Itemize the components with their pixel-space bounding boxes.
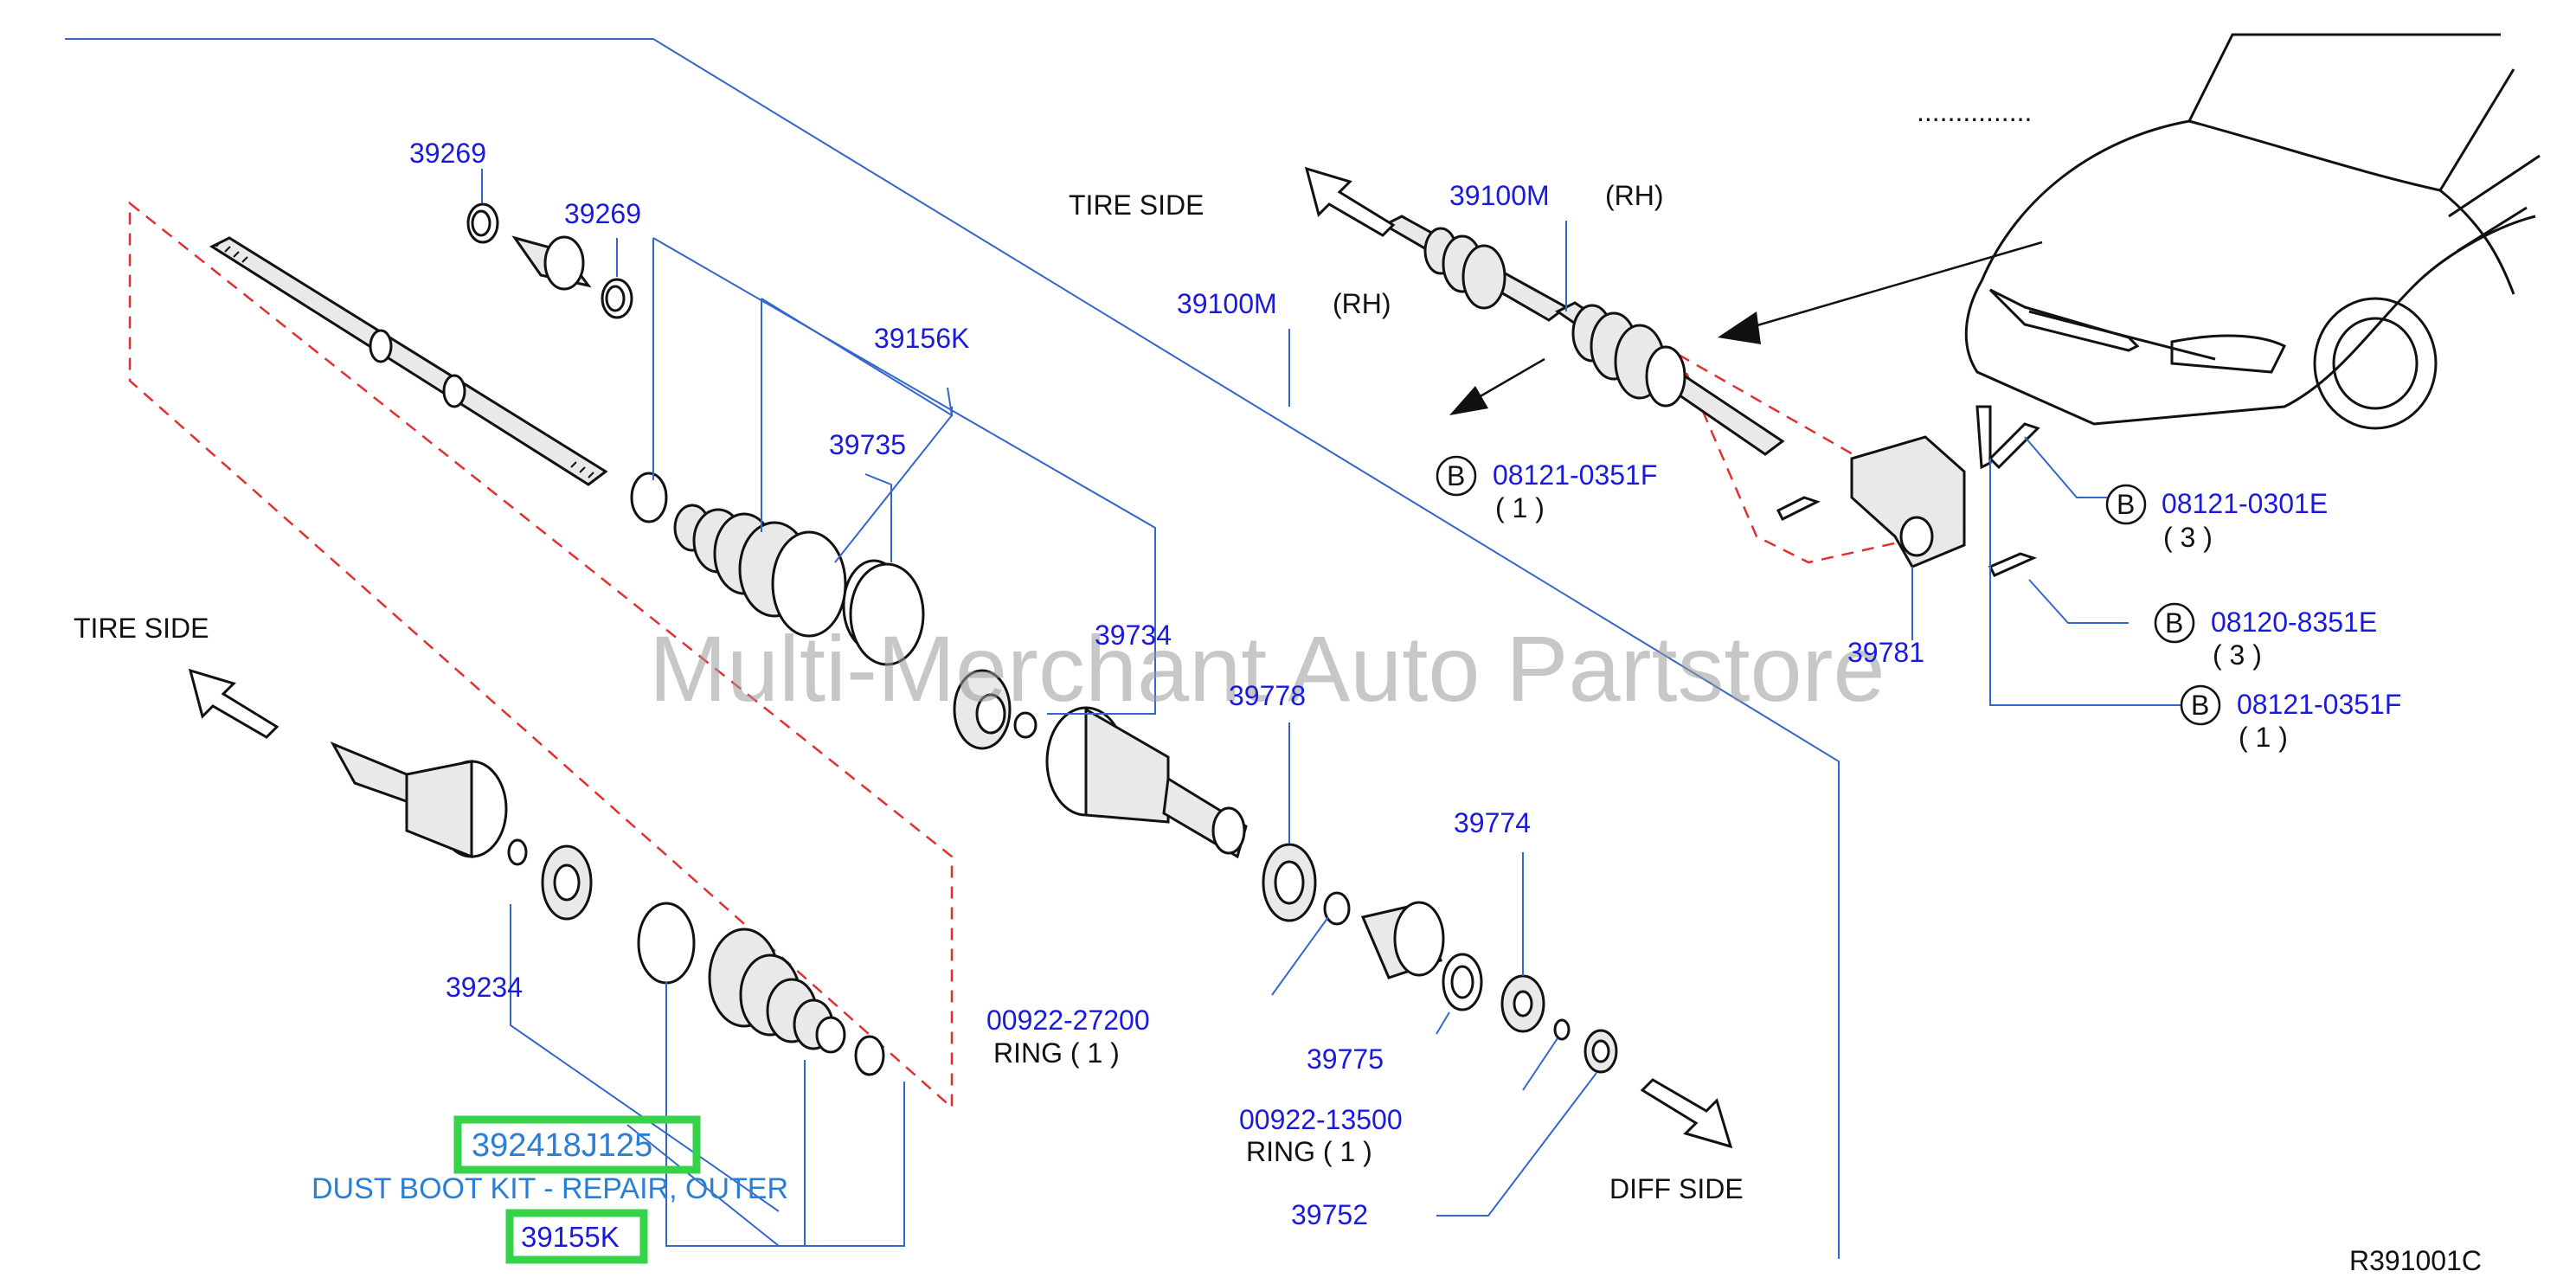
diagram-code: R391001C bbox=[2349, 1245, 2482, 1276]
label-39735[interactable]: 39735 bbox=[829, 429, 906, 460]
bolt-code-1[interactable]: 08121-0351F bbox=[1493, 459, 1657, 491]
bolt-qty-3: ( 3 ) bbox=[2213, 639, 2262, 671]
bracket-39781 bbox=[1850, 435, 1966, 568]
label-39778[interactable]: 39778 bbox=[1229, 680, 1306, 711]
bolt-code-4[interactable]: 08121-0351F bbox=[2237, 689, 2401, 720]
snap-ring-39735 bbox=[849, 562, 925, 666]
diff-side-label: DIFF SIDE bbox=[1609, 1173, 1744, 1204]
tire-side-label-top: TIRE SIDE bbox=[1069, 189, 1204, 221]
bolt-code-3[interactable]: 08120-8351E bbox=[2211, 607, 2377, 638]
circlip-39234 bbox=[507, 838, 528, 866]
badge-b: B bbox=[2165, 607, 2183, 639]
bolt-qty-2: ( 3 ) bbox=[2163, 522, 2213, 553]
label-39781[interactable]: 39781 bbox=[1847, 637, 1924, 668]
badge-b: B bbox=[1447, 460, 1465, 491]
label-39774[interactable]: 39774 bbox=[1454, 807, 1531, 838]
axle-shaft bbox=[209, 236, 608, 486]
watermark: Multi-Merchant Auto Partstore bbox=[649, 616, 1885, 721]
red-dashed-outline-left bbox=[128, 201, 954, 1110]
tire-side-arrow-top bbox=[1304, 166, 1396, 237]
diff-side-arrow bbox=[1640, 1078, 1733, 1149]
bolts bbox=[1776, 405, 2040, 577]
label-ring-13500: RING ( 1 ) bbox=[1246, 1136, 1372, 1167]
label-39752[interactable]: 39752 bbox=[1291, 1199, 1368, 1230]
label-39100m-a[interactable]: 39100M bbox=[1449, 180, 1550, 211]
tripod-joint bbox=[953, 669, 1037, 750]
bolt-qty-1: ( 1 ) bbox=[1495, 492, 1545, 523]
car-illustration bbox=[1964, 33, 2541, 430]
label-39269-b[interactable]: 39269 bbox=[564, 198, 641, 229]
bolt-callout-4[interactable]: B 08121-0351F ( 1 ) bbox=[2180, 684, 2401, 753]
boot-part-number[interactable]: 39155K bbox=[521, 1221, 620, 1253]
kit-description[interactable]: DUST BOOT KIT - REPAIR, OUTER bbox=[312, 1172, 788, 1205]
bearing-housing bbox=[1360, 901, 1445, 979]
inner-boot bbox=[673, 504, 847, 638]
kit-highlight-box bbox=[453, 1115, 701, 1174]
tire-side-label-left: TIRE SIDE bbox=[74, 613, 209, 644]
label-rh-b: (RH) bbox=[1333, 288, 1391, 319]
bolt-callout-1[interactable]: B 08121-0351F ( 1 ) bbox=[1436, 455, 1657, 523]
label-39234[interactable]: 39234 bbox=[446, 972, 523, 1003]
ring-00922-13500 bbox=[1553, 1018, 1571, 1041]
drive-shaft-39100m bbox=[1381, 215, 1785, 456]
label-39734[interactable]: 39734 bbox=[1095, 620, 1172, 651]
pointer-arrows bbox=[1449, 241, 2043, 415]
clamp-39156k bbox=[630, 472, 668, 523]
outer-boot-clamp-small bbox=[854, 1035, 885, 1076]
label-39100m-b[interactable]: 39100M bbox=[1177, 288, 1277, 319]
badge-b: B bbox=[2191, 690, 2209, 721]
inner-housing-39734 bbox=[1045, 706, 1248, 859]
boot-highlight-box bbox=[505, 1209, 648, 1264]
outer-boot-clamp-large bbox=[637, 902, 696, 985]
bolt-qty-4: ( 1 ) bbox=[2239, 722, 2288, 753]
kit-part-number[interactable]: 392418J125 bbox=[472, 1127, 652, 1164]
bolt-callout-2[interactable]: B 08121-0301E ( 3 ) bbox=[2105, 484, 2328, 553]
dots-text: ............... bbox=[1917, 96, 2032, 127]
ring-00922-27200 bbox=[1323, 891, 1351, 926]
bolt-callout-3[interactable]: B 08120-8351E ( 3 ) bbox=[2154, 602, 2377, 671]
outer-joint bbox=[330, 741, 593, 921]
label-39269-a[interactable]: 39269 bbox=[409, 138, 486, 169]
outer-boot bbox=[708, 928, 846, 1054]
bolt-code-2[interactable]: 08121-0301E bbox=[2162, 488, 2328, 519]
label-rh-a: (RH) bbox=[1605, 180, 1664, 211]
label-39775[interactable]: 39775 bbox=[1307, 1043, 1384, 1075]
leader-lines bbox=[481, 169, 2181, 1247]
tire-side-arrow-left bbox=[188, 668, 279, 739]
frame-line bbox=[65, 38, 1840, 1259]
label-ring-27200: RING ( 1 ) bbox=[993, 1037, 1120, 1069]
label-00922-13500[interactable]: 00922-13500 bbox=[1239, 1104, 1403, 1135]
label-39156k[interactable]: 39156K bbox=[874, 323, 969, 354]
label-00922-27200[interactable]: 00922-27200 bbox=[986, 1005, 1150, 1036]
badge-b: B bbox=[2117, 489, 2135, 520]
